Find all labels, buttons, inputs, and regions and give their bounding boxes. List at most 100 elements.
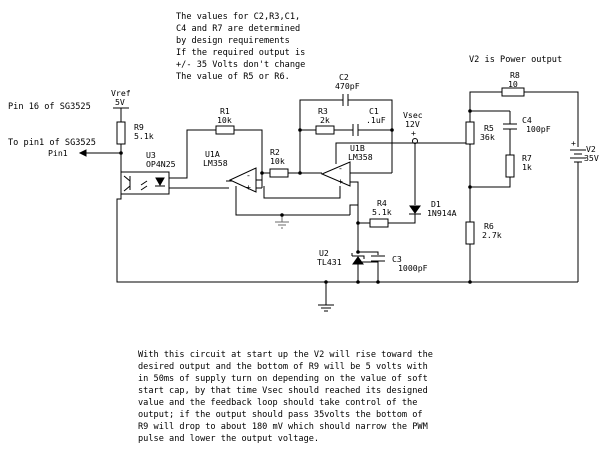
operation-note-line: value and the feedback loop should take … xyxy=(138,398,417,408)
junction-dot xyxy=(376,280,380,284)
u1a-value: LM358 xyxy=(203,158,228,168)
ground-symbol xyxy=(275,215,289,229)
pin1-net-label: Pin1 xyxy=(48,148,68,158)
junction-dot xyxy=(390,128,394,132)
resistor-r3-body xyxy=(315,125,335,135)
c3-value: 1000pF xyxy=(398,263,428,273)
vref-source: Vref 5V xyxy=(111,88,131,122)
c2-value: 470pF xyxy=(335,81,360,91)
power-output-note: V2 is Power output xyxy=(469,55,562,65)
c4-name: C4 xyxy=(522,115,532,125)
resistor-r3: R3 2k xyxy=(315,106,335,135)
u1a-minus: - xyxy=(246,170,251,180)
resistor-r8-body xyxy=(501,87,525,97)
opamp-u1b: U1B LM358 - + xyxy=(320,143,373,187)
operation-note-line: pulse and lower the output voltage. xyxy=(138,434,319,444)
r7-value: 1k xyxy=(522,162,532,172)
pin1-label: To pin1 of SG3525 xyxy=(8,138,96,148)
r8-value: 10 xyxy=(508,79,518,89)
vref-value: 5V xyxy=(115,97,125,107)
resistor-r1: R1 10k xyxy=(215,106,235,135)
r2-value: 10k xyxy=(270,156,285,166)
diode-d1: D1 1N914A xyxy=(409,199,457,218)
u3-name: U3 xyxy=(146,150,156,160)
resistor-r6: R6 2.7k xyxy=(465,221,502,245)
c3-name: C3 xyxy=(392,254,402,264)
u1a-name: U1A xyxy=(205,149,220,159)
c4-value: 100pF xyxy=(526,124,551,134)
u2-body xyxy=(352,256,364,265)
r9-value: 5.1k xyxy=(134,131,154,141)
resistor-r7: R7 1k xyxy=(505,153,532,178)
battery-v2: V2 35V + xyxy=(570,138,599,163)
u3-value: OP4N25 xyxy=(146,159,176,169)
u1b-name: U1B xyxy=(350,143,365,153)
d1-value: 1N914A xyxy=(427,208,457,218)
capacitor-c2: C2 470pF xyxy=(335,72,360,106)
resistor-r2: R2 10k xyxy=(269,147,289,178)
resistor-r2-body xyxy=(269,168,289,178)
operation-note-line: desired output and the bottom of R9 will… xyxy=(138,362,428,372)
v2-name: V2 xyxy=(586,144,596,154)
resistor-r6-body xyxy=(465,221,475,245)
d1-name: D1 xyxy=(431,199,441,209)
vsec-source: Vsec 12V + xyxy=(403,110,423,144)
operation-note-line: With this circuit at start up the V2 wil… xyxy=(138,350,433,360)
c2-name: C2 xyxy=(339,72,349,82)
r3-name: R3 xyxy=(318,106,328,116)
resistor-r9: R9 5.1k xyxy=(116,121,154,145)
vsec-plus: + xyxy=(411,128,416,138)
capacitor-c3: C3 1000pF xyxy=(371,254,428,273)
u1a-triangle xyxy=(228,167,257,193)
operation-note-line: in 50ms of supply turn on depending on t… xyxy=(138,374,428,384)
v2-value: 35V xyxy=(584,153,599,163)
junction-dot xyxy=(280,213,284,217)
junction-dot xyxy=(298,128,302,132)
resistor-r7-body xyxy=(505,154,515,178)
vsec-value: 12V xyxy=(405,119,420,129)
design-note-line: The value of R5 or R6. xyxy=(176,72,290,82)
r2-name: R2 xyxy=(270,147,280,157)
c1-name: C1 xyxy=(369,106,379,116)
pin16-label: Pin 16 of SG3525 xyxy=(8,102,91,112)
resistor-r8: R8 10 xyxy=(501,70,525,97)
resistor-r5: R5 36k xyxy=(465,121,495,145)
u2-name: U2 xyxy=(319,248,329,258)
r1-value: 10k xyxy=(217,115,232,125)
design-note-line: If the required output is xyxy=(176,48,305,58)
r4-name: R4 xyxy=(377,198,387,208)
r9-name: R9 xyxy=(134,122,144,132)
u1b-plus: + xyxy=(338,176,343,186)
opto-led xyxy=(155,177,165,187)
design-note: The values for C2,R3,C1, C4 and R7 are d… xyxy=(176,12,305,82)
ground-symbol xyxy=(318,282,334,312)
optocoupler-u3: U3 OP4N25 xyxy=(120,150,176,195)
vref-label: Vref xyxy=(111,88,131,98)
u1b-triangle xyxy=(320,161,351,187)
vsec-label: Vsec xyxy=(403,110,423,120)
resistor-r9-body xyxy=(116,121,126,145)
pin1-arrow xyxy=(78,149,87,157)
r6-value: 2.7k xyxy=(482,230,502,240)
r3-value: 2k xyxy=(320,115,330,125)
resistor-r5-body xyxy=(465,121,475,145)
junction-dot xyxy=(260,171,264,175)
resistor-r1-body xyxy=(215,125,235,135)
r1-name: R1 xyxy=(220,106,230,116)
operation-note-line: start cap, by that time Vsec should reac… xyxy=(138,386,428,396)
diode-d1-body xyxy=(409,205,421,214)
r4-value: 5.1k xyxy=(372,207,392,217)
resistor-r4-body xyxy=(369,218,389,228)
design-note-line: +/- 35 Volts don't change xyxy=(176,60,305,70)
junction-dot xyxy=(356,280,360,284)
u1b-minus: - xyxy=(338,163,343,173)
junction-dot xyxy=(468,185,472,189)
r8-name: R8 xyxy=(510,70,520,80)
r7-name: R7 xyxy=(522,153,532,163)
r5-name: R5 xyxy=(484,123,494,133)
v2-plus: + xyxy=(571,138,576,148)
u1b-value: LM358 xyxy=(348,152,373,162)
capacitor-c1: C1 .1uF xyxy=(352,106,386,136)
operation-note: With this circuit at start up the V2 wil… xyxy=(138,350,433,444)
